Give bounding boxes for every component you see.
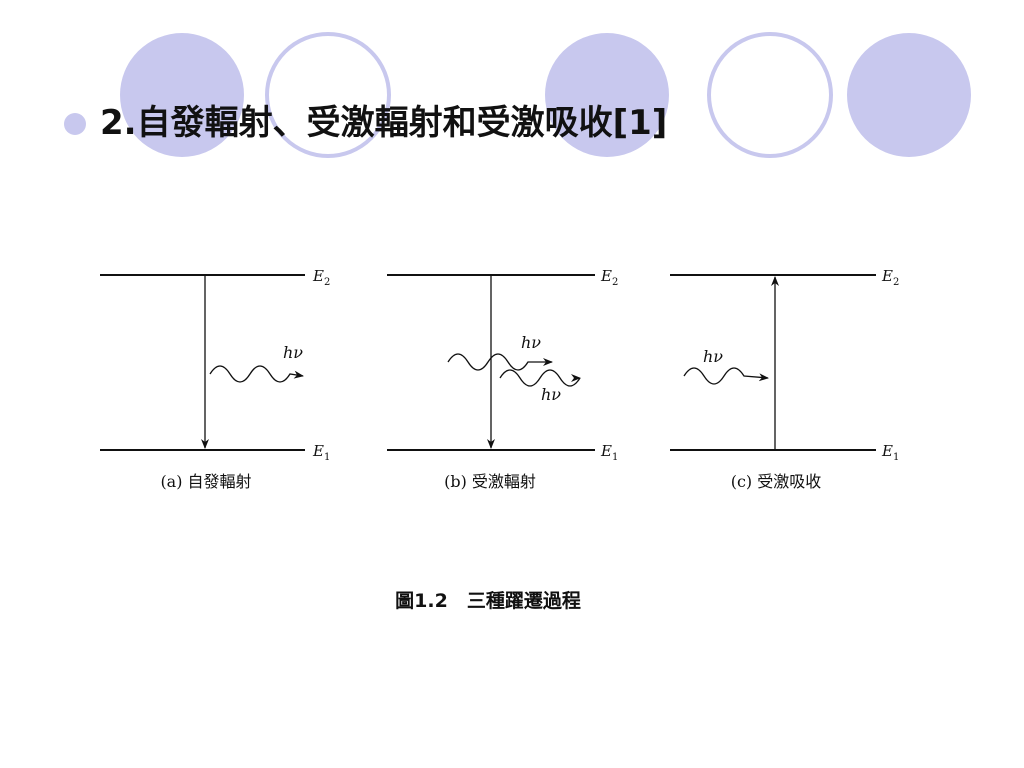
absorbed-photon-wave bbox=[683, 367, 769, 385]
panel-c-caption: (c) 受激吸收 bbox=[730, 472, 822, 491]
panel-b-caption: (b) 受激輻射 bbox=[444, 472, 536, 491]
level-label-lower: E1 bbox=[881, 442, 899, 463]
level-label-upper: E2 bbox=[600, 267, 618, 288]
figure-caption: 圖1.2 三種躍遷過程 bbox=[395, 590, 581, 612]
decorative-circles bbox=[120, 32, 971, 158]
photon-label: hν bbox=[521, 333, 541, 352]
title-bullet bbox=[64, 113, 86, 135]
deco-circle-outline bbox=[265, 32, 391, 158]
panel-a-caption: (a) 自發輻射 bbox=[160, 472, 252, 491]
photon-label: hν bbox=[703, 347, 723, 366]
panel-c: hν E2 E1 bbox=[670, 267, 899, 463]
emitted-photon-wave bbox=[499, 369, 581, 388]
level-label-upper: E2 bbox=[881, 267, 899, 288]
emitted-photon-wave bbox=[209, 365, 304, 383]
deco-circle-filled bbox=[545, 33, 669, 157]
level-label-upper: E2 bbox=[312, 267, 330, 288]
transition-diagram: hν E2 E1 hν hν E2 E1 hν E2 E1 bbox=[100, 267, 899, 463]
level-label-lower: E1 bbox=[312, 442, 330, 463]
deco-circle-filled bbox=[847, 33, 971, 157]
photon-label: hν bbox=[541, 385, 561, 404]
deco-circle-outline bbox=[707, 32, 833, 158]
level-label-lower: E1 bbox=[600, 442, 618, 463]
deco-circle-filled bbox=[120, 33, 244, 157]
incident-photon-wave bbox=[447, 353, 553, 371]
panel-b: hν hν E2 E1 bbox=[387, 267, 618, 463]
panel-a: hν E2 E1 bbox=[100, 267, 330, 463]
slide-title: 2.自發輻射、受激輻射和受激吸收[1] bbox=[100, 103, 668, 143]
photon-label: hν bbox=[283, 343, 303, 362]
